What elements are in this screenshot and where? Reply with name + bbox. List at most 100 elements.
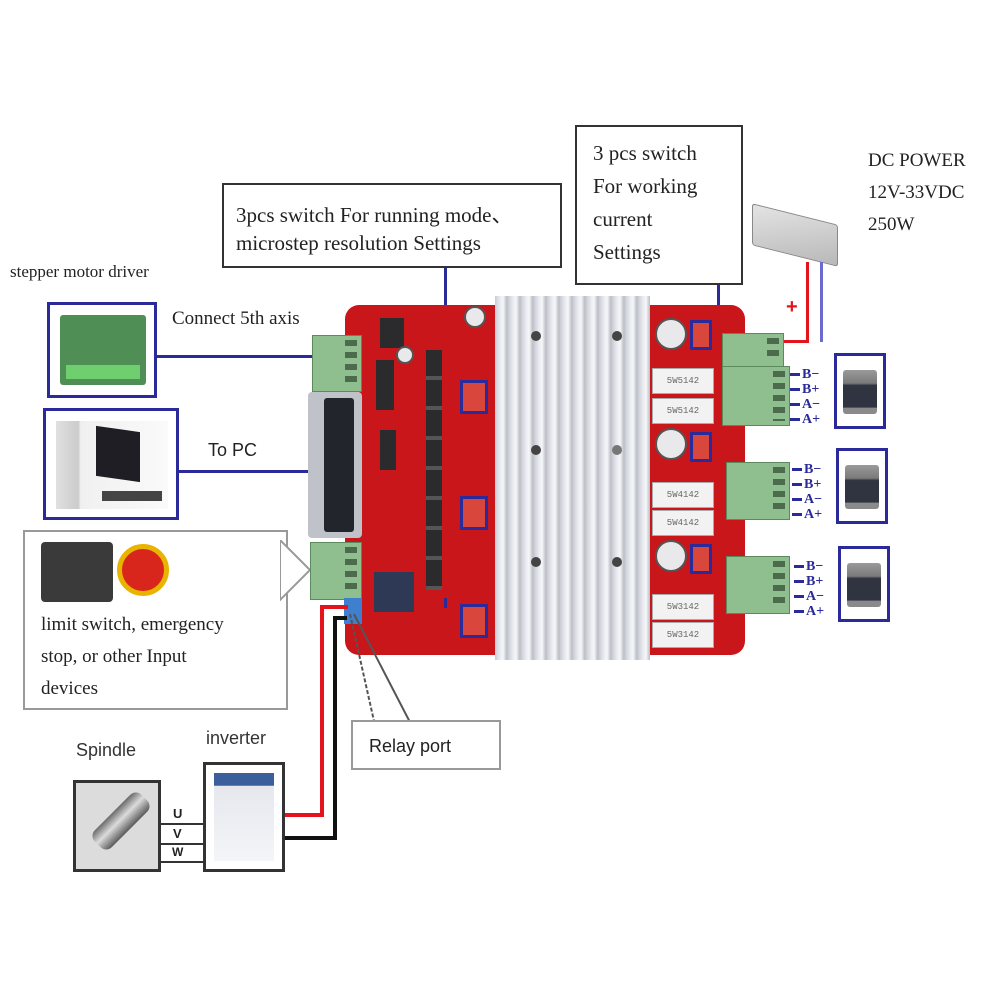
power-wire-positive (806, 262, 809, 342)
fifth-axis-connector (312, 335, 362, 392)
microstep-dip-switch-3[interactable] (460, 604, 488, 638)
working-current-line-1: 3 pcs switch (593, 141, 697, 165)
pin-label: B− (792, 463, 821, 477)
power-resistor-label: 5W4142 (652, 482, 714, 508)
relay-port-connector (344, 598, 362, 624)
relay-wire-red-v (320, 607, 324, 817)
running-mode-callout: 3pcs switch For running mode、 microstep … (222, 183, 562, 268)
pin-label: A+ (794, 605, 824, 619)
spindle-label: Spindle (76, 740, 137, 760)
input-devices-line-3: devices (41, 678, 98, 699)
capacitor (655, 318, 687, 350)
microstep-dip-switch-2[interactable] (460, 496, 488, 530)
phase-wire-v (161, 843, 203, 845)
fifth-axis-line (157, 355, 312, 358)
emergency-stop-image (117, 544, 169, 596)
relay-wire-red-h-top (320, 605, 348, 609)
running-mode-line-2: microstep resolution Settings (236, 231, 481, 255)
relay-leader-lines (349, 613, 415, 730)
power-resistor-label: 5W4142 (652, 510, 714, 536)
power-title: DC POWER (868, 150, 966, 171)
board-chip (376, 360, 394, 410)
current-dip-switch-1[interactable] (690, 320, 712, 350)
pc-frame (43, 408, 179, 520)
stepper-driver-label: stepper motor driver (10, 262, 149, 281)
relay-port-callout: Relay port (351, 720, 501, 770)
motor-z-connector (726, 556, 790, 614)
pin-label: B− (794, 560, 823, 574)
power-voltage: 12V-33VDC (868, 182, 965, 203)
pin-label: A− (790, 398, 820, 412)
inverter-frame (203, 762, 285, 872)
pin-label: A+ (790, 413, 820, 427)
input-devices-callout: limit switch, emergency stop, or other I… (23, 530, 288, 710)
power-input-connector (722, 333, 784, 367)
current-dip-switch-3[interactable] (690, 544, 712, 574)
power-supply-icon (752, 203, 838, 267)
relay-wire-black-h-top (333, 616, 347, 620)
stepper-motor-x (834, 353, 886, 429)
stepper-motor-icon (847, 563, 881, 607)
power-wire-negative (820, 262, 823, 342)
phase-label-w: W (172, 845, 184, 859)
capacitor (655, 428, 687, 460)
heatsink-bolt (612, 331, 622, 341)
spindle-frame (73, 780, 161, 872)
limit-switch-image (41, 542, 113, 602)
heatsink (495, 296, 650, 660)
heatsink-bolt (531, 445, 541, 455)
relay-wire-black-h-bottom (284, 836, 337, 840)
capacitor (655, 540, 687, 572)
pin-label: A− (792, 493, 822, 507)
board-chip (380, 318, 404, 348)
working-current-line-3: current (593, 207, 653, 231)
power-resistor-label: 5W5142 (652, 368, 714, 394)
current-dip-switch-2[interactable] (690, 432, 712, 462)
phase-label-u: U (173, 806, 183, 821)
pin-label: B+ (790, 383, 819, 397)
working-current-line-4: Settings (593, 240, 661, 264)
relay (374, 572, 414, 612)
working-current-callout: 3 pcs switch For working current Setting… (575, 125, 743, 285)
pin-label: A+ (792, 508, 822, 522)
power-resistor-label: 5W5142 (652, 398, 714, 424)
power-resistor-label: 5W3142 (652, 594, 714, 620)
heatsink-bolt (612, 557, 622, 567)
power-wire-positive-h (770, 340, 809, 343)
inverter-image (214, 773, 274, 861)
heatsink-bolt (531, 331, 541, 341)
phase-wire-u (161, 823, 203, 825)
optocoupler-array (426, 350, 442, 590)
pin-label: B− (790, 368, 819, 382)
phase-label-v: V (173, 826, 182, 841)
heatsink-bolt (531, 557, 541, 567)
relay-wire-red-h-bottom (284, 813, 324, 817)
microstep-dip-switch-1[interactable] (460, 380, 488, 414)
stepper-motor-icon (843, 370, 877, 414)
power-resistor-label: 5W3142 (652, 622, 714, 648)
inverter-label: inverter (206, 728, 267, 748)
motor-y-connector (726, 462, 790, 520)
pc-image (56, 421, 168, 509)
working-current-line-2: For working (593, 174, 698, 198)
input-devices-line-2: stop, or other Input (41, 646, 187, 667)
db25-parallel-port (308, 392, 362, 538)
running-mode-line-1: 3pcs switch For running mode、 (236, 203, 513, 227)
capacitor (396, 346, 414, 364)
input-connector (310, 542, 362, 600)
pin-label: B+ (792, 478, 821, 492)
stepper-motor-z (838, 546, 890, 622)
motor-x-connector (722, 366, 790, 426)
power-wattage: 250W (868, 214, 915, 235)
stepper-motor-icon (845, 465, 879, 509)
to-pc-label: To PC (208, 440, 258, 460)
fifth-axis-label: Connect 5th axis (172, 308, 300, 329)
microstep-bracket-line (444, 598, 447, 608)
relay-wire-black-v (333, 618, 337, 840)
board-chip (380, 430, 396, 470)
capacitor (464, 306, 486, 328)
to-pc-line (179, 470, 311, 473)
pin-label: A− (794, 590, 824, 604)
heatsink-bolt (612, 445, 622, 455)
positive-sign: + (786, 296, 798, 318)
